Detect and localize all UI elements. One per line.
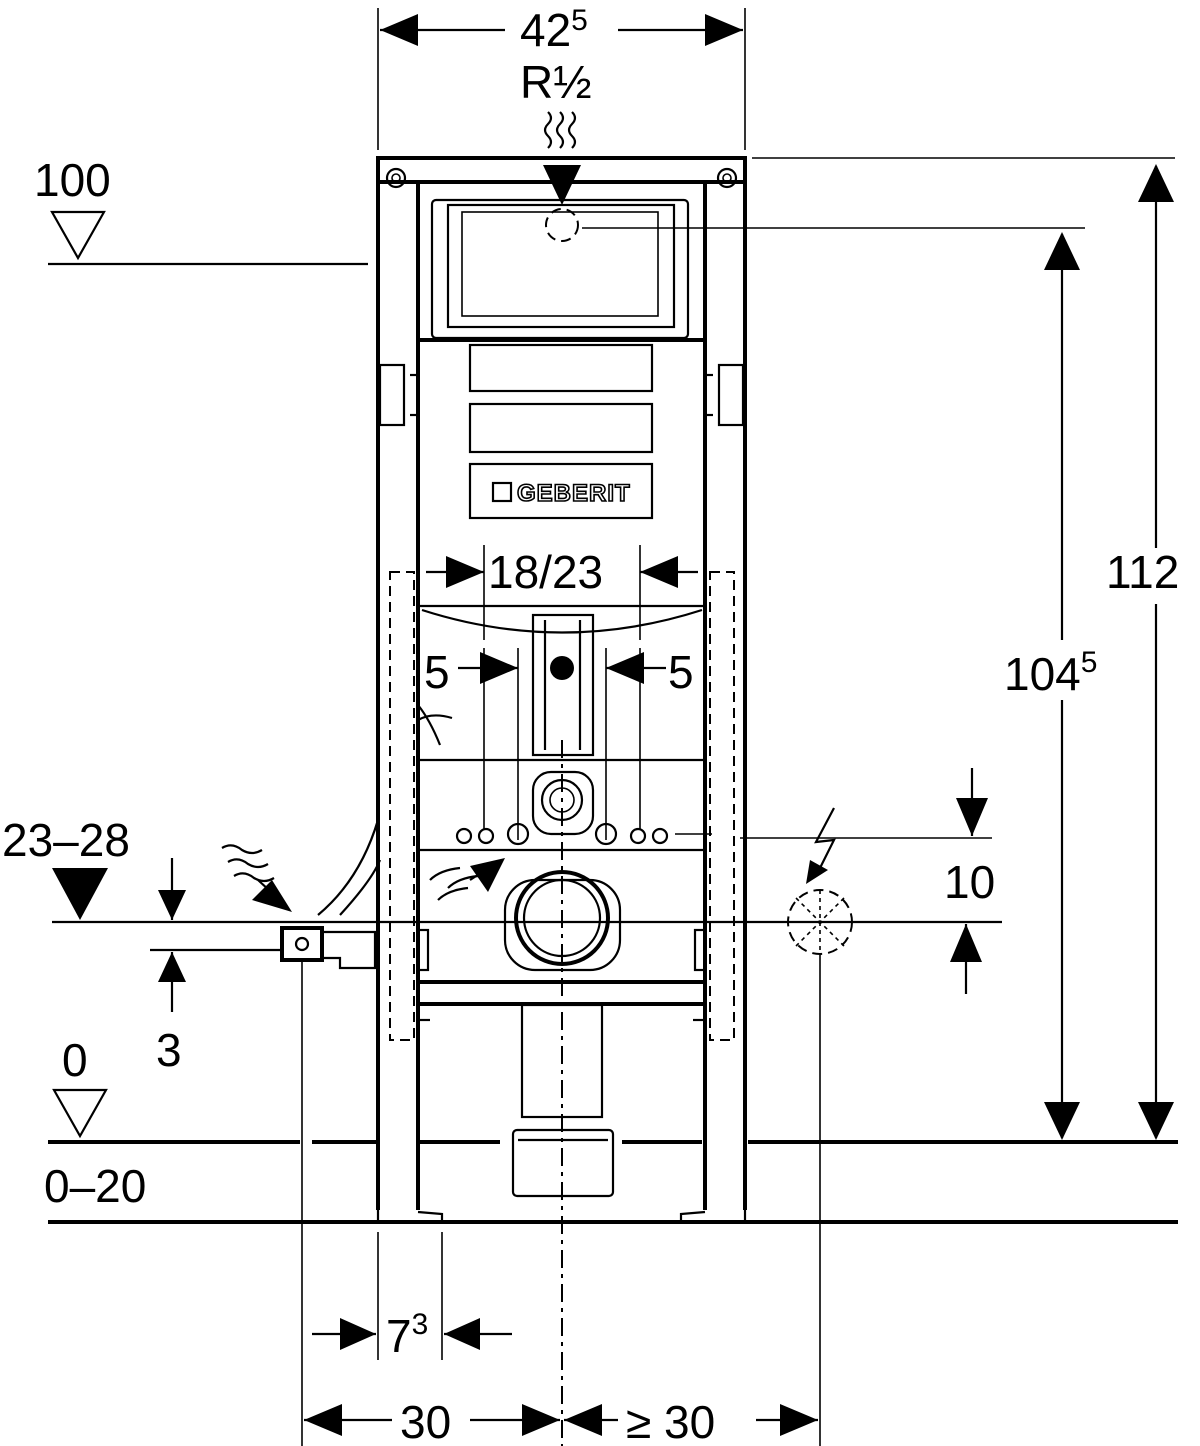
waste-wave-icon: [429, 866, 479, 901]
water-wave-icon: [543, 111, 553, 149]
floor-range-label: 0–20: [44, 1160, 146, 1212]
frame-width-label: 42: [520, 4, 571, 56]
svg-text:1045: 1045: [1004, 646, 1097, 700]
dimension-18-23: 18/23: [426, 545, 698, 640]
height-104-label: 104: [1004, 648, 1081, 700]
svg-text:425: 425: [520, 4, 588, 56]
electric-height-label: 10: [944, 856, 995, 908]
electric-bolt-icon: [814, 807, 836, 869]
dimension-bottom: 73 30 ≥ 30: [301, 955, 821, 1446]
flush-pipe: 5 5: [424, 613, 694, 840]
top-level-label: 100: [34, 154, 111, 206]
brand-logo-icon: [491, 481, 513, 503]
electrical-connection: 10: [787, 768, 995, 994]
range-23-28-label: 23–28: [2, 814, 130, 866]
leg-width-label: 7: [386, 1310, 412, 1362]
offset-left-label: 5: [424, 646, 450, 698]
height-112-label: 112: [1106, 546, 1179, 598]
cistern: GEBERIT: [418, 198, 705, 634]
svg-text:73: 73: [386, 1308, 428, 1362]
installation-frame: [376, 156, 747, 1224]
leg-width-sup: 3: [412, 1308, 429, 1341]
fixing-holes: [455, 822, 992, 846]
dimension-frame-width: 425: [377, 4, 746, 150]
floor-levels: 0 0–20: [44, 1034, 1178, 1224]
left-30-label: 30: [400, 1396, 451, 1446]
water-inlet: R½: [520, 56, 592, 242]
supply-wave-icon: [221, 844, 275, 883]
width-18-23-label: 18/23: [488, 546, 603, 598]
water-supply-left: 23–28 3: [2, 704, 1002, 1076]
offset-right-label: 5: [668, 646, 694, 698]
right-30-label: ≥ 30: [626, 1396, 715, 1446]
drain-connection: [429, 858, 622, 1198]
height-104-sup: 5: [1081, 646, 1098, 679]
clearance-3-label: 3: [156, 1024, 182, 1076]
frame-width-sup: 5: [571, 4, 588, 37]
brand-logo-text: GEBERIT: [517, 480, 631, 507]
pipe-thread-label: R½: [520, 56, 592, 108]
floor-level-label: 0: [62, 1034, 88, 1086]
level-100: 100: [34, 154, 368, 266]
inlet-arrow-icon: [543, 165, 581, 205]
dimension-heights: 112 1045: [582, 157, 1179, 1140]
